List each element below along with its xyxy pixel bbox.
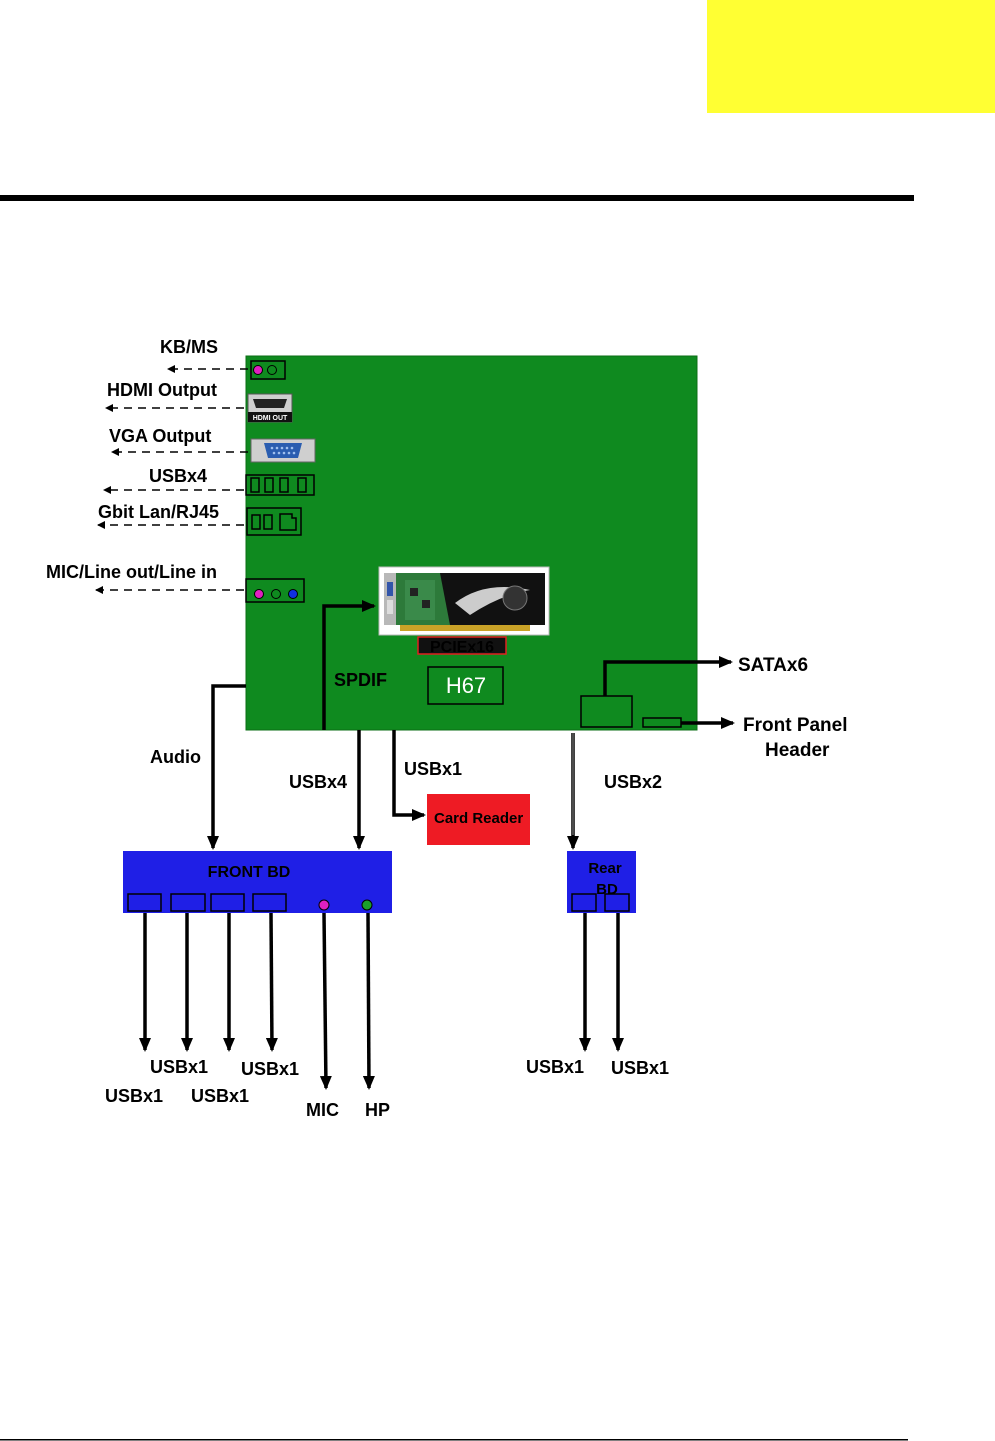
label-front-bd: FRONT BD [208, 864, 291, 881]
rear-usb-ports [571, 893, 630, 912]
label-mic-line: MIC/Line out/Line in [46, 562, 217, 582]
rear-io-leaders [95, 365, 248, 594]
vga-port-icon [250, 438, 316, 463]
rj45-port-icon [246, 507, 302, 536]
label-hdmi-output: HDMI Output [107, 380, 217, 400]
label-front-usb-a: USBx1 [150, 1057, 208, 1077]
label-card-reader: Card Reader [434, 810, 523, 827]
label-mic: MIC [306, 1100, 339, 1120]
graphics-card-icon [378, 566, 550, 636]
front-board [123, 851, 392, 913]
corner-tab [707, 0, 995, 113]
hdmi-port-icon: HDMI OUT [247, 393, 293, 423]
label-sata: SATAx6 [738, 655, 808, 676]
front-output-arrows [139, 912, 375, 1090]
hdmi-port-text: HDMI OUT [253, 415, 288, 422]
card-reader-arrow [392, 730, 426, 821]
card-reader-box [427, 794, 530, 845]
label-front-usb-b: USBx1 [241, 1059, 299, 1079]
rear-output-arrows [579, 913, 624, 1052]
label-chipset: H67 [446, 673, 486, 698]
label-pciex16: PCIEx16 [430, 639, 494, 656]
label-rear-bd-1: Rear [588, 860, 622, 877]
label-gbit-lan: Gbit Lan/RJ45 [98, 502, 219, 522]
sata-arrow [603, 656, 733, 696]
pciex16-label-box [417, 636, 507, 655]
label-rear-usb-b: USBx1 [611, 1058, 669, 1078]
label-usbx1-card: USBx1 [404, 759, 462, 779]
label-front-panel-1: Front Panel [743, 715, 848, 736]
label-front-panel-2: Header [765, 740, 830, 761]
audio-arrow [207, 684, 246, 850]
label-usbx4-rear: USBx4 [149, 466, 207, 486]
front-hp-jack [361, 899, 373, 911]
front-usb-ports [127, 893, 287, 912]
footer-rule [0, 1439, 908, 1441]
label-usbx4-front: USBx4 [289, 772, 347, 792]
spdif-arrow [322, 600, 376, 730]
usb-port-icon [245, 474, 315, 496]
label-rear-usb-a: USBx1 [526, 1057, 584, 1077]
label-front-usb-d: USBx1 [191, 1086, 249, 1106]
label-front-usb-c: USBx1 [105, 1086, 163, 1106]
label-hp: HP [365, 1100, 390, 1120]
label-usbx2: USBx2 [604, 772, 662, 792]
label-kbms: KB/MS [160, 337, 218, 357]
label-spdif: SPDIF [334, 670, 387, 690]
label-vga-output: VGA Output [109, 426, 211, 446]
chipset-box [427, 666, 504, 705]
label-audio: Audio [150, 747, 201, 767]
audio-jack-icon [245, 578, 305, 603]
ps2-port-icon [250, 360, 286, 380]
header-rule [0, 195, 914, 201]
label-rear-bd-2: BD [596, 881, 618, 898]
front-mic-jack [318, 899, 330, 911]
rear-board [567, 851, 636, 913]
